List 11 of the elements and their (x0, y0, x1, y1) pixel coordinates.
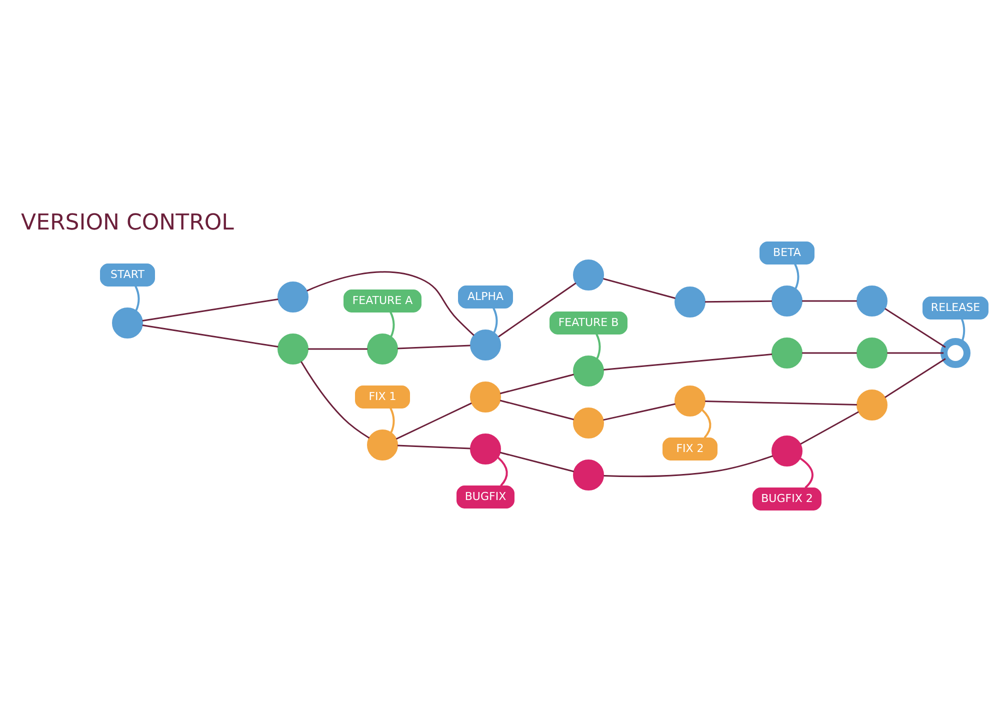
node-label: FEATURE A (352, 294, 412, 307)
node-label: BETA (772, 246, 800, 259)
node-label: BUGFIX (464, 490, 506, 503)
node-label: START (110, 268, 144, 281)
node-label: ALPHA (466, 290, 504, 303)
node-label: FIX 2 (676, 442, 704, 455)
node-label: RELEASE (930, 300, 980, 314)
node-label: BUGFIX 2 (760, 492, 812, 505)
node-label: FEATURE B (558, 316, 618, 329)
node-label: FIX 1 (368, 390, 396, 403)
label: VERSION CONTROL (20, 210, 234, 236)
